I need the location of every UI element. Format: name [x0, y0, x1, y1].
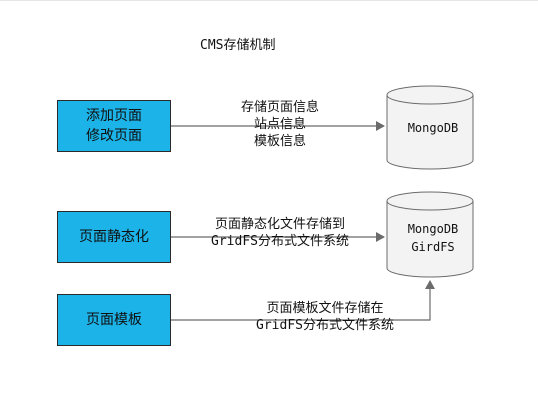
edge-label-line: 存储页面信息	[240, 100, 319, 115]
mongodb-label: MongoDB	[407, 121, 459, 135]
box-add-edit-page: 添加页面 修改页面	[57, 100, 171, 152]
edge-label-mongodb: 存储页面信息 站点信息 模板信息	[215, 99, 345, 150]
box-edit-page-label: 修改页面	[86, 128, 142, 144]
edge-label-line: GridFS分布式文件系统	[256, 318, 394, 333]
gridfs-label: MongoDB GirdFS	[388, 220, 478, 256]
box-add-page-label: 添加页面	[86, 108, 142, 124]
gridfs-label-line: GirdFS	[411, 240, 455, 254]
edge-label-static: 页面静态化文件存储到 GridFS分布式文件系统	[185, 216, 375, 250]
box-page-template: 页面模板	[57, 294, 171, 346]
gridfs-cylinder	[386, 191, 474, 278]
edge-label-line: 页面静态化文件存储到	[214, 217, 345, 232]
mongodb-cylinder	[386, 85, 474, 170]
edge-template-to-gridfs	[169, 280, 435, 321]
edge-label-line: GridFS分布式文件系统	[211, 234, 349, 249]
edge-label-line: 页面模板文件存储在	[266, 301, 384, 316]
edge-label-template: 页面模板文件存储在 GridFS分布式文件系统	[225, 300, 425, 334]
box-page-static-label: 页面静态化	[79, 229, 149, 245]
box-page-static: 页面静态化	[57, 211, 171, 263]
top-divider	[0, 0, 538, 1]
edge-label-line: 站点信息	[253, 117, 306, 132]
edge-label-line: 模板信息	[253, 134, 306, 149]
diagram-title: CMS存储机制	[200, 38, 276, 53]
box-page-template-label: 页面模板	[86, 312, 142, 328]
gridfs-label-line: MongoDB	[407, 222, 459, 236]
